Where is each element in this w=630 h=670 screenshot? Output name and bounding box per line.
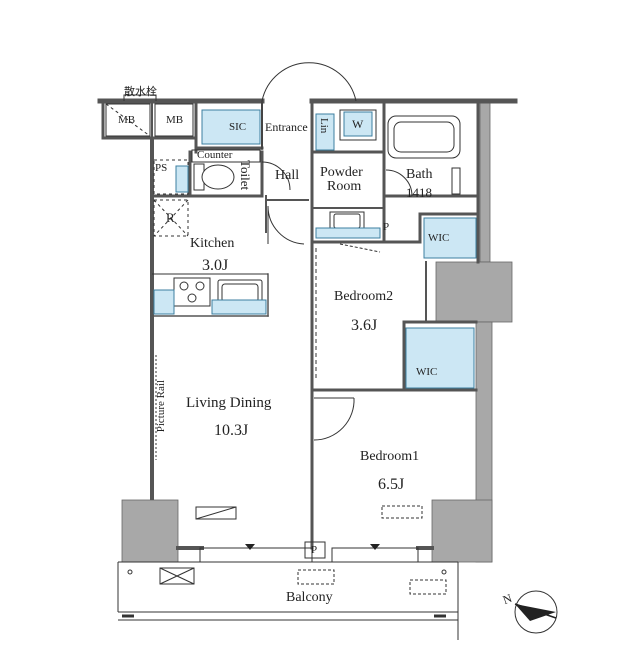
- living-dining-label: Living Dining: [186, 395, 272, 411]
- sic-label: SIC: [229, 121, 247, 133]
- picture-rail-label: Picture Rail: [155, 380, 167, 433]
- kitchen-size-label: 3.0J: [202, 257, 229, 274]
- powder-room-label-1: Powder: [320, 165, 363, 180]
- balcony-label: Balcony: [286, 590, 333, 605]
- fixture-fills: [153, 109, 477, 389]
- wic-lower-shelf: [405, 327, 475, 389]
- powder-room-label-2: Room: [327, 179, 362, 194]
- toilet-label: Toilet: [238, 160, 253, 191]
- bedroom2-size-label: 3.6J: [351, 317, 378, 334]
- ps-label: PS: [155, 162, 168, 174]
- bedroom1-size-label: 6.5J: [378, 476, 405, 493]
- washer-pan: [343, 111, 373, 137]
- pantry-p-label: P: [383, 221, 390, 233]
- powder-counter-fill: [315, 227, 381, 239]
- refrigerator-label: R: [166, 210, 175, 225]
- bath-label: Bath: [406, 167, 433, 182]
- walls: [97, 98, 518, 550]
- mb-label-2: MB: [166, 114, 184, 126]
- column-bottom-right: [431, 499, 493, 563]
- column-right-mid: [435, 261, 513, 323]
- fixtures-outline: [105, 94, 461, 640]
- ps-fill: [175, 165, 189, 193]
- sprinkler-label: 散水栓: [124, 86, 157, 98]
- balcony-p-label: P: [311, 544, 318, 556]
- stove-burners: [179, 281, 205, 303]
- washer-label: W: [352, 117, 364, 131]
- sic-shelf: [201, 109, 261, 145]
- bath-size-label: 1418: [406, 185, 432, 200]
- counter-label: Counter: [197, 149, 233, 161]
- hall-label: Hall: [275, 168, 300, 183]
- mb-label-1: MB: [118, 114, 136, 126]
- doors: [261, 62, 413, 441]
- kitchen-counter-fill: [153, 289, 175, 315]
- bedroom1-label: Bedroom1: [360, 449, 420, 464]
- wic-upper-label: WIC: [428, 232, 450, 244]
- wic-upper-shelf: [423, 217, 477, 259]
- structural-columns: [121, 99, 513, 563]
- kitchen-label: Kitchen: [190, 236, 235, 251]
- linen-label: Lin: [318, 118, 330, 134]
- linen-shelf: [315, 113, 335, 151]
- wic-lower-label: WIC: [416, 366, 438, 378]
- sink-fill: [211, 299, 267, 315]
- window-markers: [245, 544, 380, 550]
- living-dining-size-label: 10.3J: [214, 422, 249, 439]
- toilet-fixture: [193, 163, 235, 191]
- column-bottom-left: [121, 499, 179, 563]
- bedroom2-label: Bedroom2: [334, 289, 394, 304]
- compass-icon: [514, 590, 558, 634]
- column-top-right: [479, 99, 491, 263]
- entrance-label: Entrance: [265, 120, 308, 134]
